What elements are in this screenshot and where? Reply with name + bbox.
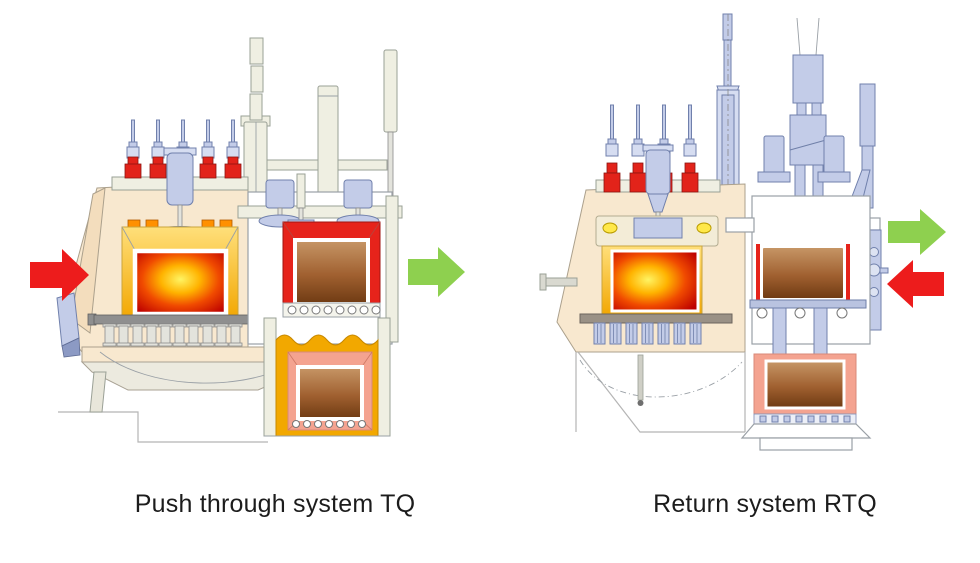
- tq-roof-blocks: [127, 219, 233, 231]
- motor-icon: [823, 135, 845, 175]
- rtq-diagram: [539, 13, 946, 451]
- rtq-quench-load: [764, 359, 846, 410]
- tq-quench-load: [296, 365, 364, 421]
- rtq-base-outline: [575, 351, 746, 433]
- rtq-load-tray: [761, 246, 845, 300]
- rtq-hot-load: [610, 249, 700, 313]
- charge-in-arrow: [887, 260, 944, 308]
- tq-upper-quench-cell: [282, 221, 381, 318]
- tq-quench-tank: [263, 317, 391, 437]
- rtq-heating-chamber: [601, 245, 703, 317]
- burner-icon: [199, 119, 217, 179]
- rtq-elevator-platform: [749, 299, 867, 309]
- discharge-out-arrow: [408, 247, 465, 297]
- rtq-recirculation-fan: [642, 144, 674, 243]
- rtq-upper-load: [756, 244, 850, 301]
- motor-icon: [763, 135, 785, 175]
- burner-icon: [124, 119, 142, 179]
- tq-door-sill: [61, 337, 81, 358]
- rtq-hearth-columns: [593, 322, 702, 345]
- tq-masts: [240, 37, 398, 215]
- rtq-caption: Return system RTQ: [653, 490, 877, 518]
- motor-icon: [343, 179, 373, 209]
- burner-icon: [603, 104, 621, 193]
- fan-mount: [633, 217, 683, 239]
- rtq-side-pipe: [542, 277, 578, 287]
- elevator-head: [792, 54, 824, 104]
- discharge-out-arrow: [888, 209, 946, 255]
- tq-heating-chamber: [121, 226, 239, 321]
- tq-hot-load: [132, 248, 229, 317]
- rtq-hearth-beam: [579, 313, 733, 324]
- tq-exit-door-frame: [385, 195, 399, 343]
- burner-icon: [224, 119, 242, 179]
- roller-conveyor: [287, 305, 381, 315]
- tq-caption: Push through system TQ: [134, 490, 416, 518]
- roller-conveyor: [759, 415, 851, 423]
- elevator-column: [772, 307, 787, 359]
- diagram-canvas: [30, 13, 946, 451]
- motor-icon: [265, 179, 295, 209]
- tq-diagram: [30, 37, 465, 443]
- lift-cylinder-icon: [859, 83, 876, 147]
- charge-in-arrow: [30, 249, 89, 301]
- tq-vestibule-fans: [258, 173, 380, 228]
- lift-cylinder-icon: [383, 49, 398, 133]
- elevator-column: [813, 307, 828, 359]
- rtq-quench-cell: [740, 353, 872, 451]
- tq-leg: [89, 371, 107, 413]
- tq-pit-outline: [58, 411, 268, 443]
- tq-load-tray: [293, 238, 370, 306]
- roller-conveyor: [292, 420, 366, 428]
- burner-icon: [681, 104, 699, 193]
